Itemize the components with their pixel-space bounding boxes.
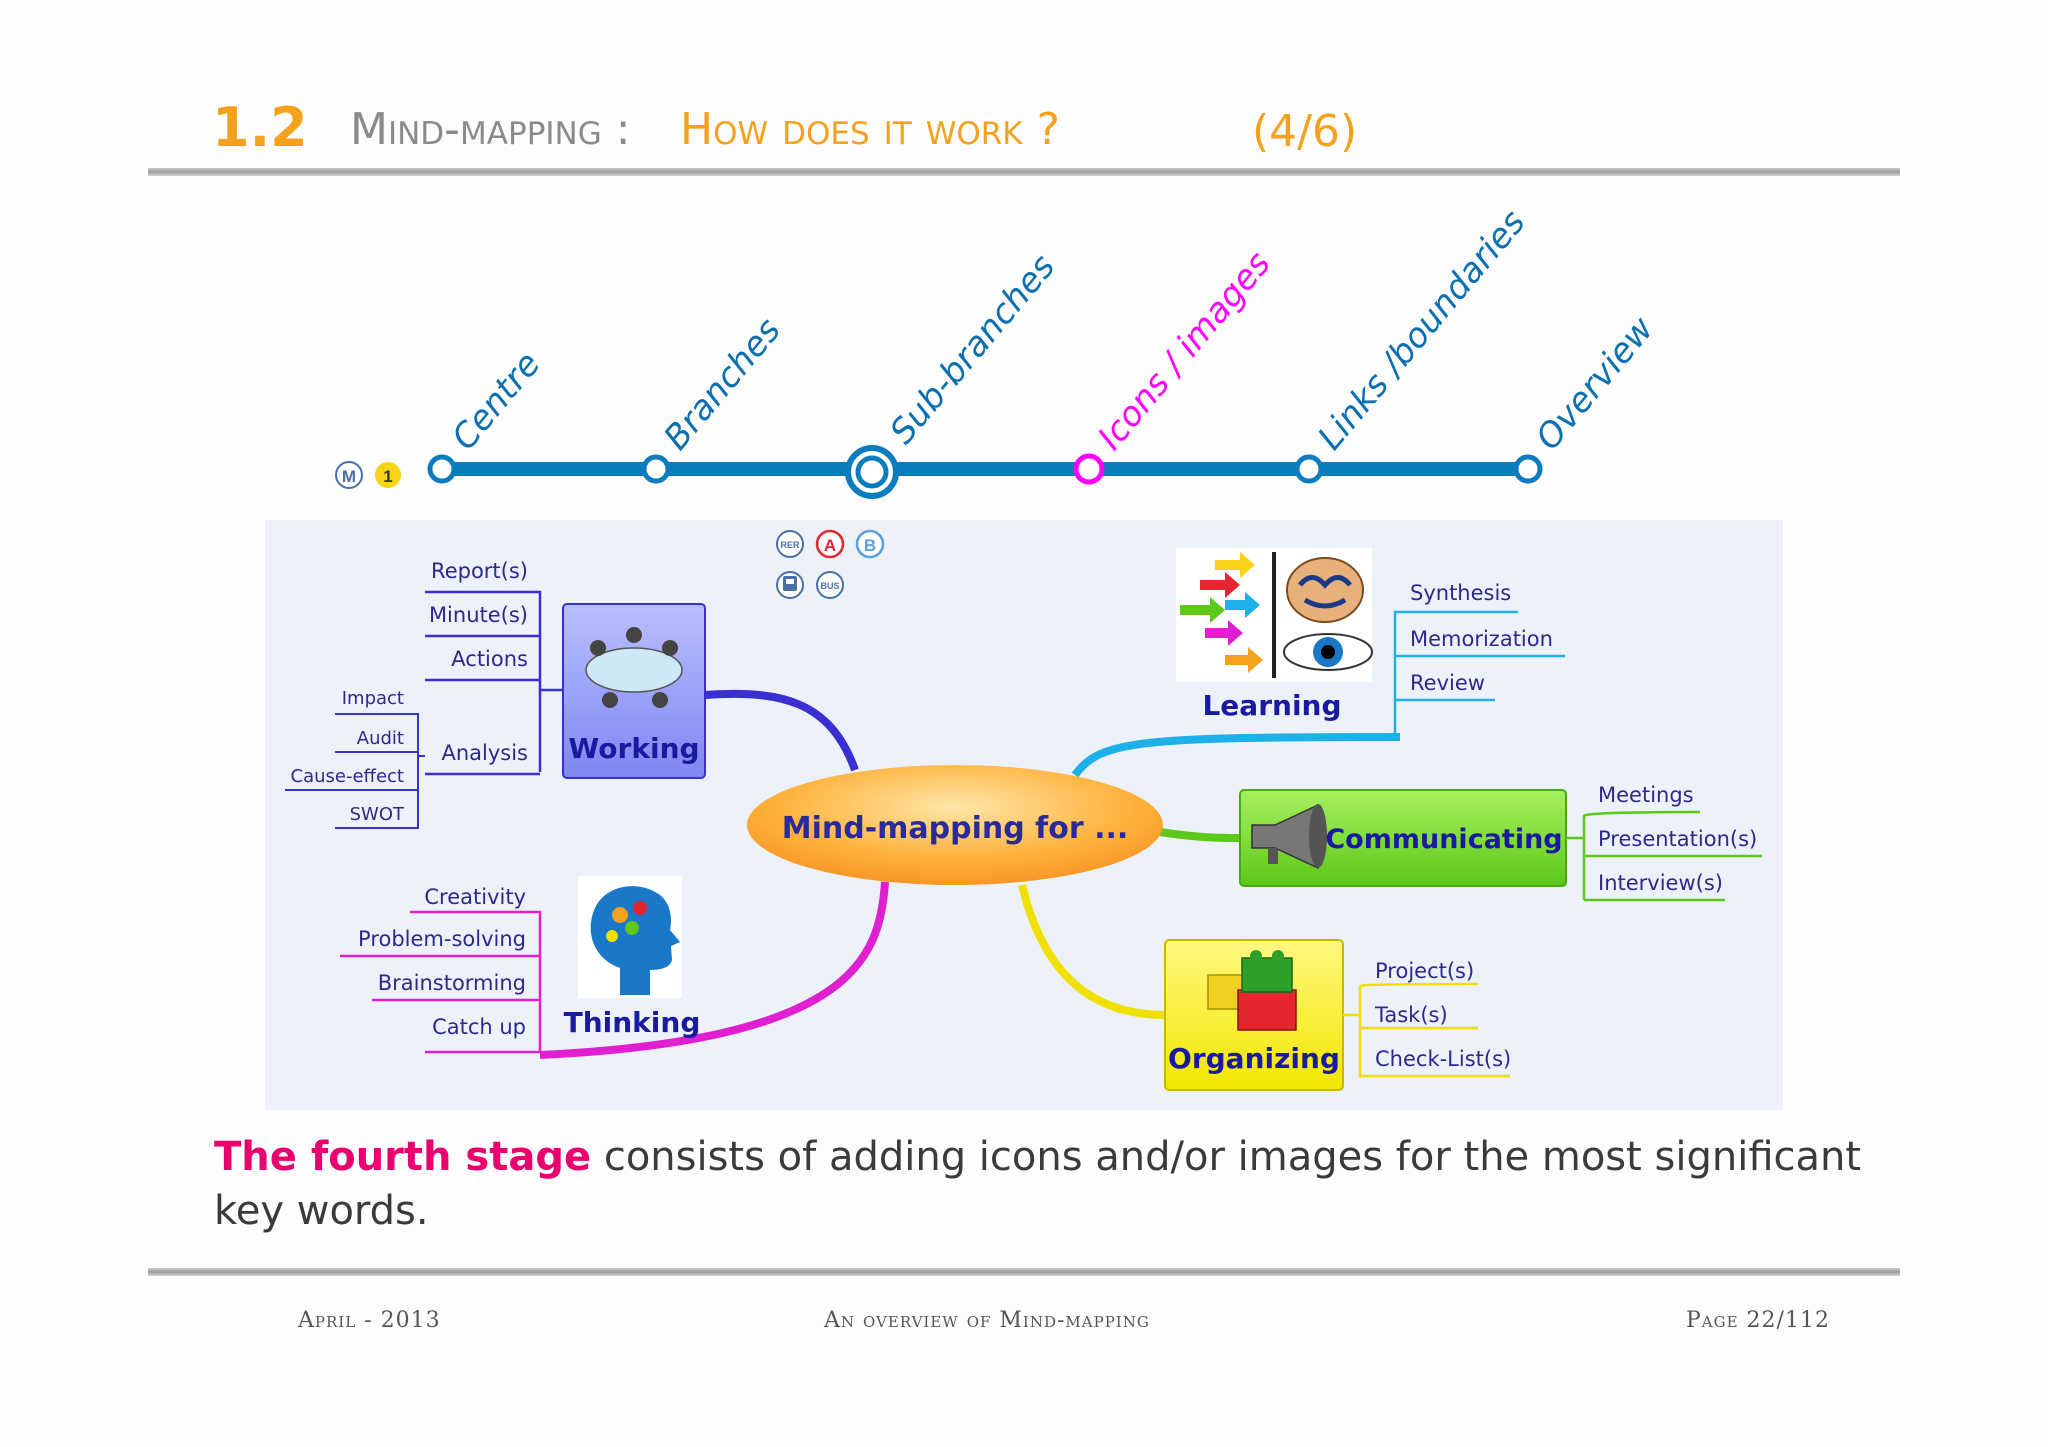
communicating-item-interviews: Interview(s) — [1598, 871, 1723, 895]
thinking-item-creativity: Creativity — [424, 885, 526, 909]
communicating-item-meetings: Meetings — [1598, 783, 1694, 807]
svg-text:Communicating: Communicating — [1325, 824, 1562, 855]
learning-item-memorization: Memorization — [1410, 627, 1553, 651]
station-overview — [1513, 454, 1543, 484]
learning-node: Learning — [1176, 548, 1373, 722]
thinking-items: Creativity Problem-solving Brainstorming… — [340, 885, 542, 1054]
station-label-branches: Branches — [656, 311, 789, 458]
organizing-item-projects: Project(s) — [1375, 959, 1474, 983]
meeting-table-icon — [585, 647, 683, 693]
metro-m-icon — [335, 461, 363, 489]
thinking-item-brainstorming: Brainstorming — [378, 971, 526, 995]
organizing-items: Project(s) Task(s) Check-List(s) — [1343, 959, 1511, 1078]
station-label-icons: Icons / images — [1090, 244, 1278, 458]
line-number-label: 1 — [383, 467, 392, 486]
line-number-icon — [375, 462, 401, 488]
learning-items: Synthesis Memorization Review — [1393, 581, 1565, 737]
station-label-links: Links /boundaries — [1310, 203, 1533, 458]
footer-rule — [148, 1268, 1900, 1276]
communicating-items: Meetings Presentation(s) Interview(s) — [1566, 783, 1762, 902]
branch-learning — [1071, 733, 1401, 778]
header-rule — [148, 168, 1900, 176]
working-item-reports: Report(s) — [431, 559, 528, 583]
center-label: Mind-mapping for ... — [782, 811, 1129, 846]
line-badge-label: M — [342, 467, 356, 486]
title-suffix: (4/6) — [1252, 106, 1358, 157]
thinking-node: Thinking — [564, 876, 701, 1039]
organizing-item-tasks: Task(s) — [1374, 1003, 1448, 1027]
title-prefix: Mind-mapping : — [350, 104, 631, 155]
svg-text:Working: Working — [568, 732, 699, 765]
transit-icons: RER A B BUS — [776, 529, 885, 599]
station-icons-images — [1073, 453, 1105, 485]
working-items: Report(s) Minute(s) Actions Analysis — [425, 559, 563, 776]
communicating-node: Communicating — [1239, 789, 1567, 887]
analysis-item-cause-effect: Cause-effect — [291, 766, 404, 787]
organizing-item-checklists: Check-List(s) — [1375, 1047, 1511, 1071]
thinking-item-problem-solving: Problem-solving — [358, 927, 526, 951]
footer-date: April - 2013 — [298, 1308, 441, 1333]
title-highlight: How does it work ? — [680, 104, 1060, 155]
station-label-centre: Centre — [444, 344, 548, 457]
lego-bricks-icon — [1207, 950, 1297, 1031]
svg-text:Thinking: Thinking — [564, 1006, 701, 1039]
rer-icon — [776, 530, 804, 558]
caption-text: consists of adding icons and/or images f… — [214, 1134, 1862, 1234]
stage-timeline: M 1 Centre Branches Sub-branches Icons /… — [335, 203, 1662, 499]
station-label-sub-branches: Sub-branches — [882, 247, 1063, 452]
thinking-item-catch-up: Catch up — [432, 1015, 526, 1039]
arrows-icon — [1180, 552, 1263, 673]
rer-a-icon — [815, 529, 845, 559]
analysis-item-audit: Audit — [357, 728, 404, 749]
station-centre — [427, 454, 457, 484]
caption-highlight: The fourth stage — [214, 1134, 592, 1180]
learning-item-synthesis: Synthesis — [1410, 581, 1511, 605]
analysis-item-swot: SWOT — [350, 804, 405, 825]
svg-text:Learning: Learning — [1202, 689, 1341, 722]
svg-text:A: A — [824, 536, 836, 555]
station-branches — [641, 454, 671, 484]
svg-text:BUS: BUS — [820, 581, 839, 591]
communicating-item-presentations: Presentation(s) — [1598, 827, 1757, 851]
svg-text:Organizing: Organizing — [1168, 1042, 1340, 1075]
bus-icon — [816, 571, 844, 599]
analysis-item-impact: Impact — [342, 688, 404, 709]
working-item-analysis: Analysis — [441, 741, 528, 765]
caption: The fourth stage consists of adding icon… — [214, 1130, 1874, 1238]
branch-communicating — [1159, 828, 1241, 842]
svg-text:RER: RER — [780, 540, 800, 550]
brain-icon — [1286, 557, 1364, 623]
station-label-overview: Overview — [1528, 309, 1662, 457]
footer-page-number: Page 22/112 — [1686, 1308, 1830, 1333]
branch-working — [704, 689, 859, 772]
station-links — [1294, 454, 1324, 484]
working-item-minutes: Minute(s) — [429, 603, 528, 627]
learning-item-review: Review — [1410, 671, 1485, 695]
working-item-actions: Actions — [451, 647, 528, 671]
megaphone-icon — [1251, 803, 1327, 870]
section-number: 1.2 — [212, 96, 308, 159]
branch-organizing — [1018, 884, 1166, 1019]
branch-thinking — [539, 881, 889, 1059]
svg-text:B: B — [864, 536, 876, 555]
analysis-items: Impact Audit Cause-effect SWOT — [285, 688, 425, 829]
rer-b-icon — [855, 529, 885, 559]
working-node: Working — [562, 603, 706, 779]
footer-title: An overview of Mind-mapping — [824, 1308, 1150, 1333]
organizing-node: Organizing — [1164, 939, 1344, 1091]
center-node — [747, 765, 1163, 885]
